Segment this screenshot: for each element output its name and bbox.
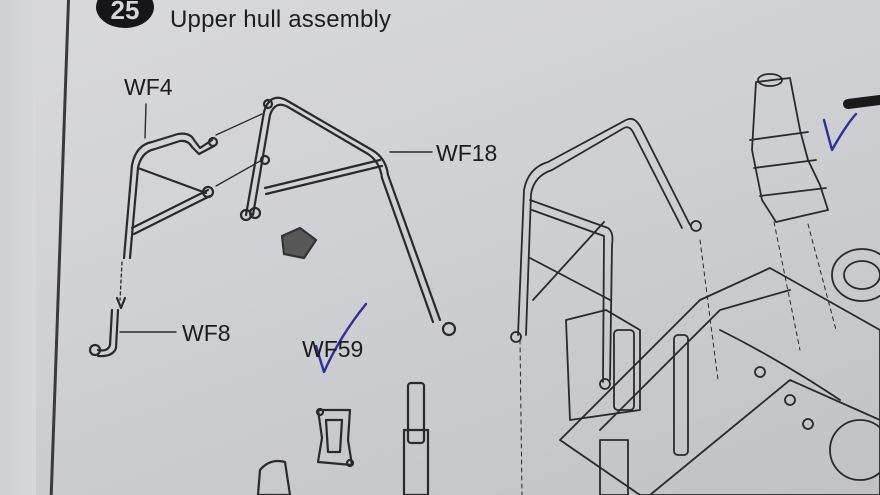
label-wf8: WF8	[182, 320, 231, 346]
pen-checkmark-wf59	[314, 302, 368, 374]
step-title: Upper hull assembly	[170, 6, 392, 33]
part-wf18-drawing	[239, 96, 457, 337]
part-wf59-drawing	[315, 407, 355, 468]
label-wf59: WF59	[302, 336, 364, 362]
label-wf4: WF4	[124, 74, 173, 100]
part-wf8-drawing	[88, 261, 127, 358]
hull-assembly-drawing	[510, 73, 880, 495]
page-margin	[0, 0, 36, 495]
cylinder-part-drawing	[256, 381, 430, 495]
pen-tip	[843, 95, 880, 109]
part-wf4-drawing	[122, 132, 219, 260]
pen-checkmark-tower	[822, 112, 858, 152]
label-wf18: WF18	[436, 140, 498, 166]
